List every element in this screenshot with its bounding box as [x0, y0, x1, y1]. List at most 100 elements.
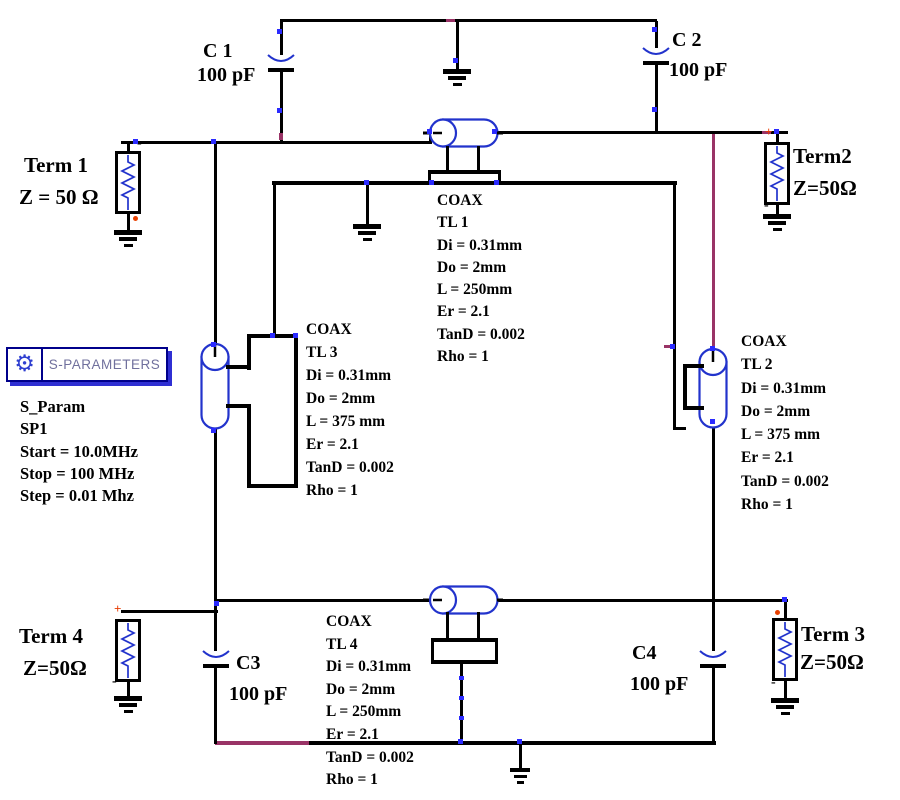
param-line: COAX — [437, 192, 483, 209]
ground-symbol-bottom[interactable] — [505, 768, 535, 784]
c4-name-label[interactable]: C4 — [632, 642, 657, 664]
wire-top-ground-stub[interactable] — [455, 21, 459, 69]
term4-impedance-label[interactable]: Z=50Ω — [23, 656, 87, 680]
coax-tl4-stand-flange — [431, 638, 498, 642]
wire-term2-stub[interactable] — [775, 133, 779, 143]
s-parameters-block[interactable]: ⚙ S-PARAMETERS — [6, 347, 168, 382]
param-line: SP1 — [20, 419, 48, 439]
wire-tl3-center-top[interactable] — [213, 144, 217, 346]
wire-c3-bottom[interactable] — [213, 668, 217, 744]
wire-main-rail-left[interactable] — [121, 141, 432, 144]
ground-symbol-mid[interactable] — [352, 224, 382, 241]
ground-symbol-term4[interactable] — [113, 696, 143, 713]
term1-plus-dot — [133, 216, 138, 221]
coax-tl1-cylinder[interactable] — [423, 117, 503, 149]
wire-term1-stub[interactable] — [126, 144, 130, 152]
term1-impedance-label[interactable]: Z = 50 Ω — [19, 185, 99, 209]
wire-tl2-center-bottom[interactable] — [711, 427, 715, 603]
selection-tick — [782, 597, 787, 602]
wire-tl3-shield-feed[interactable] — [272, 181, 276, 337]
coax-tl3-bracket-right — [294, 334, 298, 488]
wire-highlight-right — [762, 131, 771, 134]
wire-main-rail-right[interactable] — [496, 131, 788, 134]
coax-tl3-cylinder[interactable] — [199, 341, 231, 433]
wire-tl2-corner[interactable] — [673, 427, 686, 430]
term1-name-label[interactable]: Term 1 — [24, 153, 88, 177]
coax-tl3-label[interactable]: COAX TL 3 Di = 0.31mm Do = 2mm L = 375 m… — [306, 318, 394, 502]
wire-tl3-center-bottom[interactable] — [213, 428, 217, 651]
c4-value-label[interactable]: 100 pF — [630, 673, 689, 695]
coax-tl3-bracket-left-upper — [247, 334, 251, 370]
wire-c4-top[interactable] — [711, 601, 715, 651]
c1-value-label[interactable]: 100 pF — [197, 64, 256, 86]
coax-tl4-cylinder[interactable] — [423, 584, 503, 616]
wire-c2-top[interactable] — [654, 21, 658, 48]
param-line: COAX — [306, 321, 352, 338]
ground-symbol-term2[interactable] — [762, 214, 792, 231]
term3-impedance-label[interactable]: Z=50Ω — [800, 650, 864, 674]
wire-term4-ground-stub[interactable] — [126, 682, 130, 697]
wire-tl2-shield-feed[interactable] — [673, 184, 676, 430]
term2-symbol[interactable] — [764, 142, 790, 205]
coax-tl3-arm-top — [226, 365, 251, 369]
coax-tl4-label[interactable]: COAX TL 4 Di = 0.31mm Do = 2mm L = 250mm… — [326, 611, 414, 792]
param-line: TanD = 0.002 — [306, 459, 394, 476]
wire-tl4-shield-drop[interactable] — [459, 662, 463, 743]
wire-bottom-rail1-right[interactable] — [496, 599, 788, 602]
wire-highlight-top — [446, 19, 455, 22]
param-line: COAX — [326, 613, 372, 630]
wire-term1-ground-stub[interactable] — [126, 214, 130, 231]
term2-impedance-label[interactable]: Z=50Ω — [793, 176, 857, 200]
wire-bottom-rail2-right[interactable] — [309, 741, 716, 745]
param-line: TL 4 — [326, 635, 358, 653]
wire-c2-bottom[interactable] — [654, 65, 658, 134]
term3-resistor — [777, 622, 793, 677]
wire-bottom-ground-stub[interactable] — [518, 743, 522, 769]
param-line: Er = 2.1 — [437, 303, 490, 321]
wire-c1-top[interactable] — [279, 21, 283, 55]
wire-term4-tap[interactable] — [121, 610, 218, 613]
term4-symbol[interactable] — [115, 619, 141, 682]
coax-tl1-label[interactable]: COAX TL 1 Di = 0.31mm Do = 2mm L = 250mm… — [437, 190, 525, 368]
selection-tick — [211, 139, 216, 144]
wire-bottom-rail2-left[interactable] — [215, 741, 311, 745]
selection-tick — [652, 27, 657, 32]
wire-bottom-rail1-left[interactable] — [215, 599, 432, 602]
wire-term2-ground-stub[interactable] — [775, 205, 779, 215]
c2-value-label[interactable]: 100 pF — [669, 59, 728, 81]
ground-symbol-term1[interactable] — [113, 230, 143, 247]
c3-name-label[interactable]: C3 — [236, 652, 261, 674]
ground-symbol-top[interactable] — [442, 69, 472, 86]
capacitor-c3-symbol[interactable] — [201, 648, 231, 674]
s-parameters-settings[interactable]: S_Param SP1 Start = 10.0MHz Stop = 100 M… — [20, 396, 138, 507]
capacitor-c2-symbol[interactable] — [641, 45, 671, 71]
c1-name-label[interactable]: C 1 — [203, 40, 233, 62]
wire-c4-bottom[interactable] — [711, 668, 715, 744]
term3-plus-dot — [775, 610, 780, 615]
gear-cell: ⚙ — [8, 349, 43, 380]
term3-symbol[interactable] — [772, 618, 798, 681]
term2-plus-mark: + — [765, 124, 773, 139]
coax-tl2-cylinder[interactable] — [697, 347, 729, 431]
c3-value-label[interactable]: 100 pF — [229, 683, 288, 705]
term3-name-label[interactable]: Term 3 — [801, 622, 865, 646]
coax-tl1-stand-neck-left — [446, 146, 449, 172]
wire-mid-ground-stub[interactable] — [365, 184, 369, 225]
wire-top-rail[interactable] — [280, 19, 657, 22]
c2-name-label[interactable]: C 2 — [672, 29, 702, 51]
coax-tl2-label[interactable]: COAX TL 2 Di = 0.31mm Do = 2mm L = 375 m… — [741, 330, 829, 516]
wire-c1-bottom[interactable] — [279, 72, 283, 142]
capacitor-c1-symbol[interactable] — [266, 52, 296, 78]
wire-term3-stub[interactable] — [783, 601, 787, 619]
ground-symbol-term3[interactable] — [770, 698, 800, 715]
wire-term3-ground-stub[interactable] — [783, 681, 787, 699]
capacitor-c4-symbol[interactable] — [698, 648, 728, 674]
wire-tl2-center-top[interactable] — [711, 134, 715, 351]
selection-tick — [211, 342, 216, 347]
term1-symbol[interactable] — [115, 151, 141, 214]
term2-name-label[interactable]: Term2 — [793, 144, 852, 168]
coax-tl2-bracket-spine — [683, 364, 687, 410]
wire-shield-rail[interactable] — [272, 181, 677, 185]
term4-name-label[interactable]: Term 4 — [19, 624, 83, 648]
selection-tick — [494, 180, 499, 185]
